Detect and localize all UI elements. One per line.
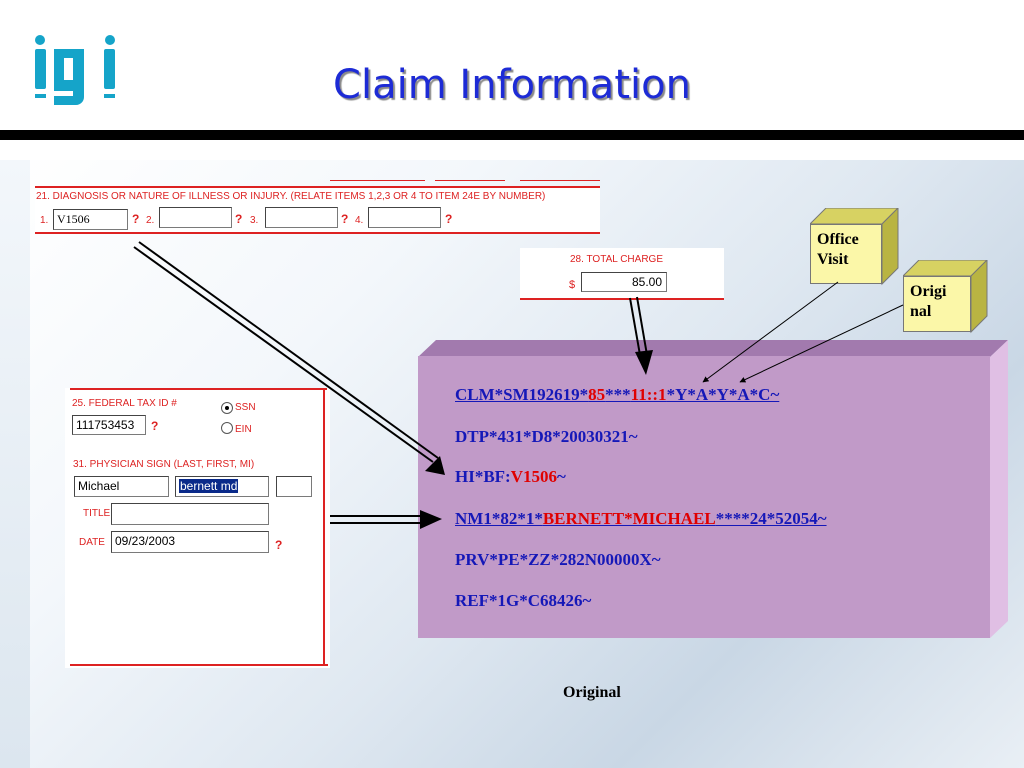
edi-segment: *** (605, 385, 631, 404)
page-title: Claim Information (333, 62, 691, 108)
caption-original: Original (563, 684, 621, 701)
edi-line-dtp: DTP*431*D8*20030321~ (455, 427, 638, 446)
diagnosis-code-3-input[interactable] (265, 207, 338, 228)
edi-line-nm1: NM1*82*1*BERNETT*MICHAEL****24*52054~ (455, 509, 827, 529)
date-input[interactable]: 09/23/2003 (111, 531, 269, 553)
diagnosis-code-4-input[interactable] (368, 207, 441, 228)
divider (520, 298, 724, 300)
slide-left-band (0, 160, 30, 768)
radio-dot (225, 406, 229, 410)
help-icon[interactable]: ? (341, 212, 349, 226)
edi-segment: NM1*82*1* (455, 509, 543, 528)
total-charge-label: 28. TOTAL CHARGE (570, 254, 663, 265)
physician-sign-label: 31. PHYSICIAN SIGN (LAST, FIRST, MI) (73, 459, 255, 470)
original-callout: Origi nal (903, 276, 971, 332)
physician-mi-input[interactable] (276, 476, 312, 497)
diagnosis-code-2-input[interactable] (159, 207, 232, 228)
ein-label: EIN (235, 424, 252, 435)
tax-id-input[interactable]: 111753453 (72, 415, 146, 435)
edi-box-top (418, 340, 1008, 357)
edi-highlight-facility: 11::1 (630, 385, 667, 404)
edi-line-clm: CLM*SM192619*85***11::1*Y*A*Y*A*C~ (455, 385, 779, 405)
office-visit-pointer (702, 281, 839, 383)
currency-symbol: $ (569, 279, 576, 291)
physician-first-input[interactable]: Michael (74, 476, 169, 497)
igi-logo (35, 35, 115, 105)
title-input[interactable] (111, 503, 269, 525)
edi-box (418, 356, 990, 638)
help-icon[interactable]: ? (275, 538, 283, 552)
divider (323, 388, 325, 664)
diag-num-2: 2. (146, 215, 155, 226)
help-icon[interactable]: ? (151, 419, 159, 433)
diag-num-1: 1. (40, 215, 49, 226)
office-visit-cube-shape (810, 208, 899, 286)
original-pointer (739, 304, 904, 383)
edi-highlight-diagnosis: V1506 (510, 467, 558, 486)
total-charge-arrow (629, 296, 653, 375)
diagnosis-arrow (133, 241, 445, 475)
divider (35, 186, 600, 188)
edi-line-hi: HI*BF:V1506~ (455, 467, 566, 487)
divider (520, 180, 600, 181)
diagnosis-code-1-input[interactable]: V1506 (53, 209, 128, 230)
physician-last-input[interactable]: bernett md (175, 476, 269, 497)
divider (330, 180, 425, 181)
divider (70, 664, 328, 666)
ssn-radio[interactable] (221, 402, 233, 414)
divider (435, 180, 505, 181)
ssn-label: SSN (235, 402, 256, 413)
help-icon[interactable]: ? (132, 212, 140, 226)
physician-arrow (330, 510, 442, 529)
edi-segment: ****24*52054~ (715, 509, 827, 528)
total-charge-input[interactable]: 85.00 (581, 272, 667, 292)
diag-num-4: 4. (355, 215, 364, 226)
office-visit-callout: Office Visit (810, 224, 882, 284)
original-cube-shape (903, 260, 988, 334)
provider-panel: 25. FEDERAL TAX ID # SSN EIN 111753453 ?… (65, 388, 330, 668)
tax-id-label: 25. FEDERAL TAX ID # (72, 398, 177, 409)
ein-radio[interactable] (221, 422, 233, 434)
total-charge-panel: 28. TOTAL CHARGE $ 85.00 (520, 248, 724, 300)
diagnosis-heading: 21. DIAGNOSIS OR NATURE OF ILLNESS OR IN… (36, 191, 546, 202)
edi-segment: *Y*A*Y*A*C~ (666, 385, 780, 404)
edi-line-ref: REF*1G*C68426~ (455, 591, 592, 610)
date-label: DATE (79, 537, 105, 548)
selected-text: bernett md (179, 479, 239, 493)
title-label: TITLE (83, 508, 111, 519)
edi-highlight-provider: BERNETT*MICHAEL (542, 509, 716, 528)
title-divider (0, 130, 1024, 140)
diag-num-3: 3. (250, 215, 259, 226)
help-icon[interactable]: ? (445, 212, 453, 226)
divider (70, 388, 327, 390)
divider (35, 232, 600, 234)
edi-highlight-charge: 85 (588, 385, 606, 404)
edi-segment: HI*BF: (455, 467, 511, 486)
edi-segment: CLM*SM192619* (455, 385, 589, 404)
edi-segment: ~ (557, 467, 566, 486)
edi-line-prv: PRV*PE*ZZ*282N00000X~ (455, 550, 661, 569)
edi-box-side (990, 340, 1008, 638)
diagnosis-panel: 21. DIAGNOSIS OR NATURE OF ILLNESS OR IN… (35, 180, 600, 234)
help-icon[interactable]: ? (235, 212, 243, 226)
